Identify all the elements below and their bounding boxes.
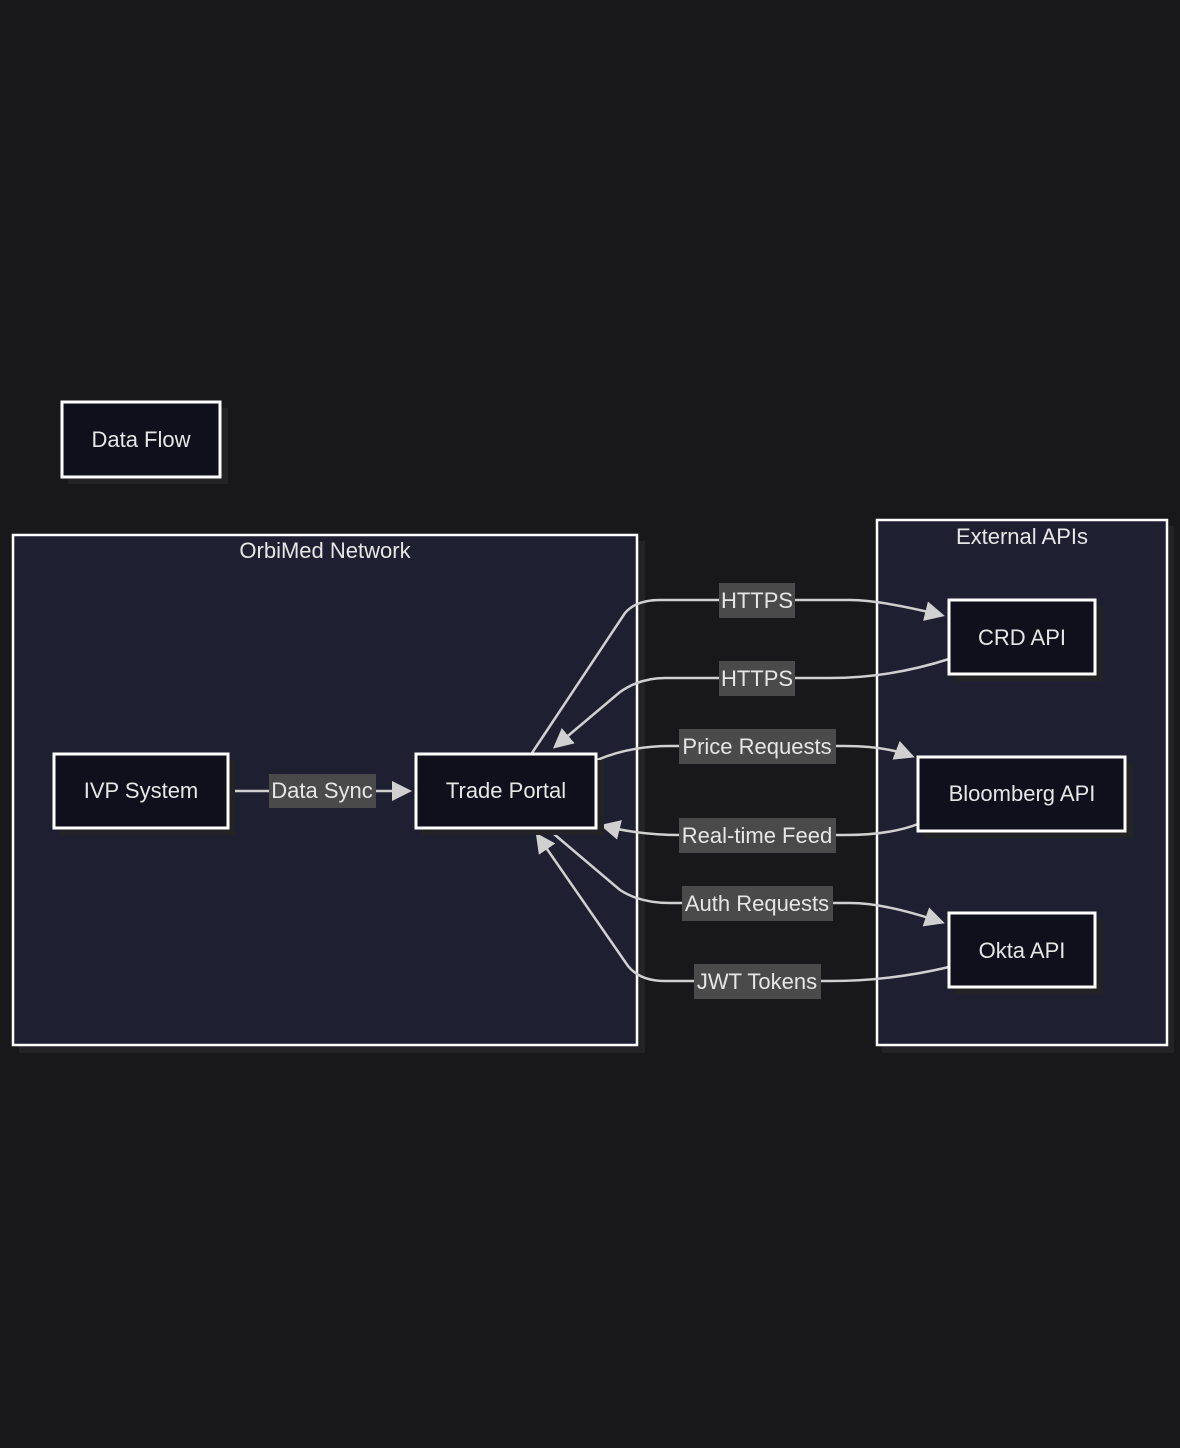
svg-text:HTTPS: HTTPS xyxy=(721,666,793,691)
edge-https-out xyxy=(530,598,945,754)
group-title-orbimed: OrbiMed Network xyxy=(239,538,411,563)
node-portal-label: Trade Portal xyxy=(446,778,566,803)
svg-text:Price Requests: Price Requests xyxy=(682,734,831,759)
edge-auth-requests xyxy=(547,828,945,927)
svg-text:Data Sync: Data Sync xyxy=(271,778,373,803)
svg-text:JWT Tokens: JWT Tokens xyxy=(697,969,817,994)
edge-label-https-out: HTTPS xyxy=(719,583,795,618)
node-trade-portal: Trade Portal xyxy=(414,752,604,835)
edge-https-in xyxy=(552,657,950,749)
edge-jwt-tokens xyxy=(535,832,950,983)
edge-label-https-in: HTTPS xyxy=(719,661,795,696)
legend-data-flow: Data Flow xyxy=(60,400,228,484)
legend-label: Data Flow xyxy=(91,427,190,452)
node-bloomberg-api: Bloomberg API xyxy=(916,755,1133,838)
edge-label-jwt-tokens: JWT Tokens xyxy=(694,964,821,999)
node-okta-label: Okta API xyxy=(979,938,1066,963)
node-bloomberg-label: Bloomberg API xyxy=(949,781,1096,806)
svg-text:HTTPS: HTTPS xyxy=(721,588,793,613)
group-title-external: External APIs xyxy=(956,524,1088,549)
node-ivp-system: IVP System xyxy=(52,752,235,835)
node-crd-label: CRD API xyxy=(978,625,1066,650)
edge-labels: Data Sync HTTPS HTTPS Price Requests Rea… xyxy=(269,583,836,999)
svg-text:Real-time Feed: Real-time Feed xyxy=(682,823,832,848)
node-okta-api: Okta API xyxy=(947,911,1103,994)
node-crd-api: CRD API xyxy=(947,598,1103,681)
edge-label-realtime-feed: Real-time Feed xyxy=(679,818,836,853)
edge-label-auth-requests: Auth Requests xyxy=(682,886,833,921)
svg-text:Auth Requests: Auth Requests xyxy=(685,891,829,916)
edge-label-data-sync: Data Sync xyxy=(269,774,376,808)
node-ivp-label: IVP System xyxy=(84,778,199,803)
edge-label-price-requests: Price Requests xyxy=(679,729,836,764)
